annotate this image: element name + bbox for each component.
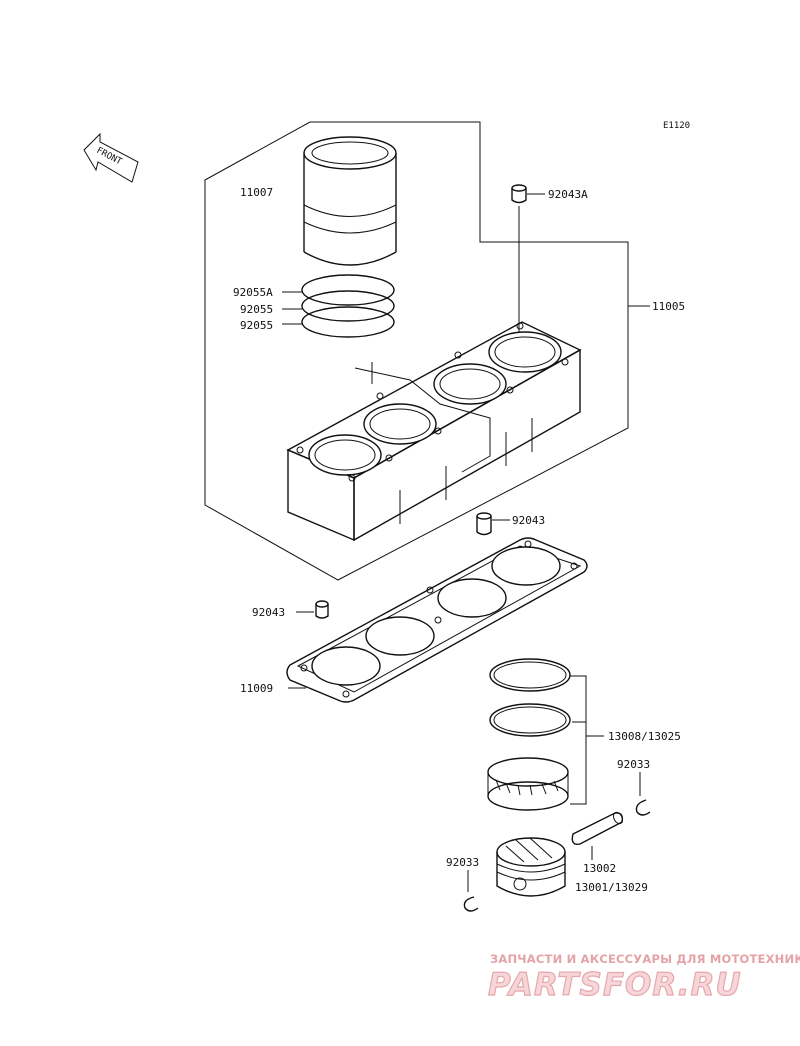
diagram-code: E1120 xyxy=(663,121,690,131)
callout-head-gasket: 11009 xyxy=(240,682,273,695)
cylinder-rings xyxy=(301,274,395,338)
callout-dowel-mid: 92043 xyxy=(512,514,545,527)
dowel-pin-top xyxy=(511,184,527,204)
cylinder-liner xyxy=(303,136,397,266)
piston-pin xyxy=(571,811,624,845)
callout-circlip-right: 92033 xyxy=(617,758,650,771)
head-gasket xyxy=(286,537,588,703)
dowel-pin-mid xyxy=(476,512,492,536)
callout-ring-c: 92055 xyxy=(240,319,273,332)
cylinder-block xyxy=(286,321,582,542)
callout-piston-rings: 13008/13025 xyxy=(608,730,681,743)
callout-ring-b: 92055 xyxy=(240,303,273,316)
dowel-pin-left xyxy=(315,600,329,619)
callout-cylinder-liner: 11007 xyxy=(240,186,273,199)
callout-piston-pin: 13002 xyxy=(583,862,616,875)
piston-ring-set xyxy=(487,658,571,811)
watermark-logo: PARTSFOR.RU xyxy=(488,967,742,1003)
circlip-left xyxy=(463,896,479,912)
callout-cylinder-block: 11005 xyxy=(652,300,685,313)
watermark-tagline: ЗАПЧАСТИ И АКСЕССУАРЫ ДЛЯ МОТОТЕХНИКИ xyxy=(490,952,800,966)
callout-circlip-left: 92033 xyxy=(446,856,479,869)
callout-dowel-top: 92043A xyxy=(548,188,588,201)
callout-piston: 13001/13029 xyxy=(575,881,648,894)
assembly-outline xyxy=(204,121,629,581)
front-arrow-label: FRONT xyxy=(95,146,124,168)
circlip-right xyxy=(635,799,651,816)
piston xyxy=(496,837,566,897)
callout-ring-a: 92055A xyxy=(233,286,273,299)
callout-dowel-left: 92043 xyxy=(252,606,285,619)
front-arrow-icon: FRONT xyxy=(83,132,139,183)
